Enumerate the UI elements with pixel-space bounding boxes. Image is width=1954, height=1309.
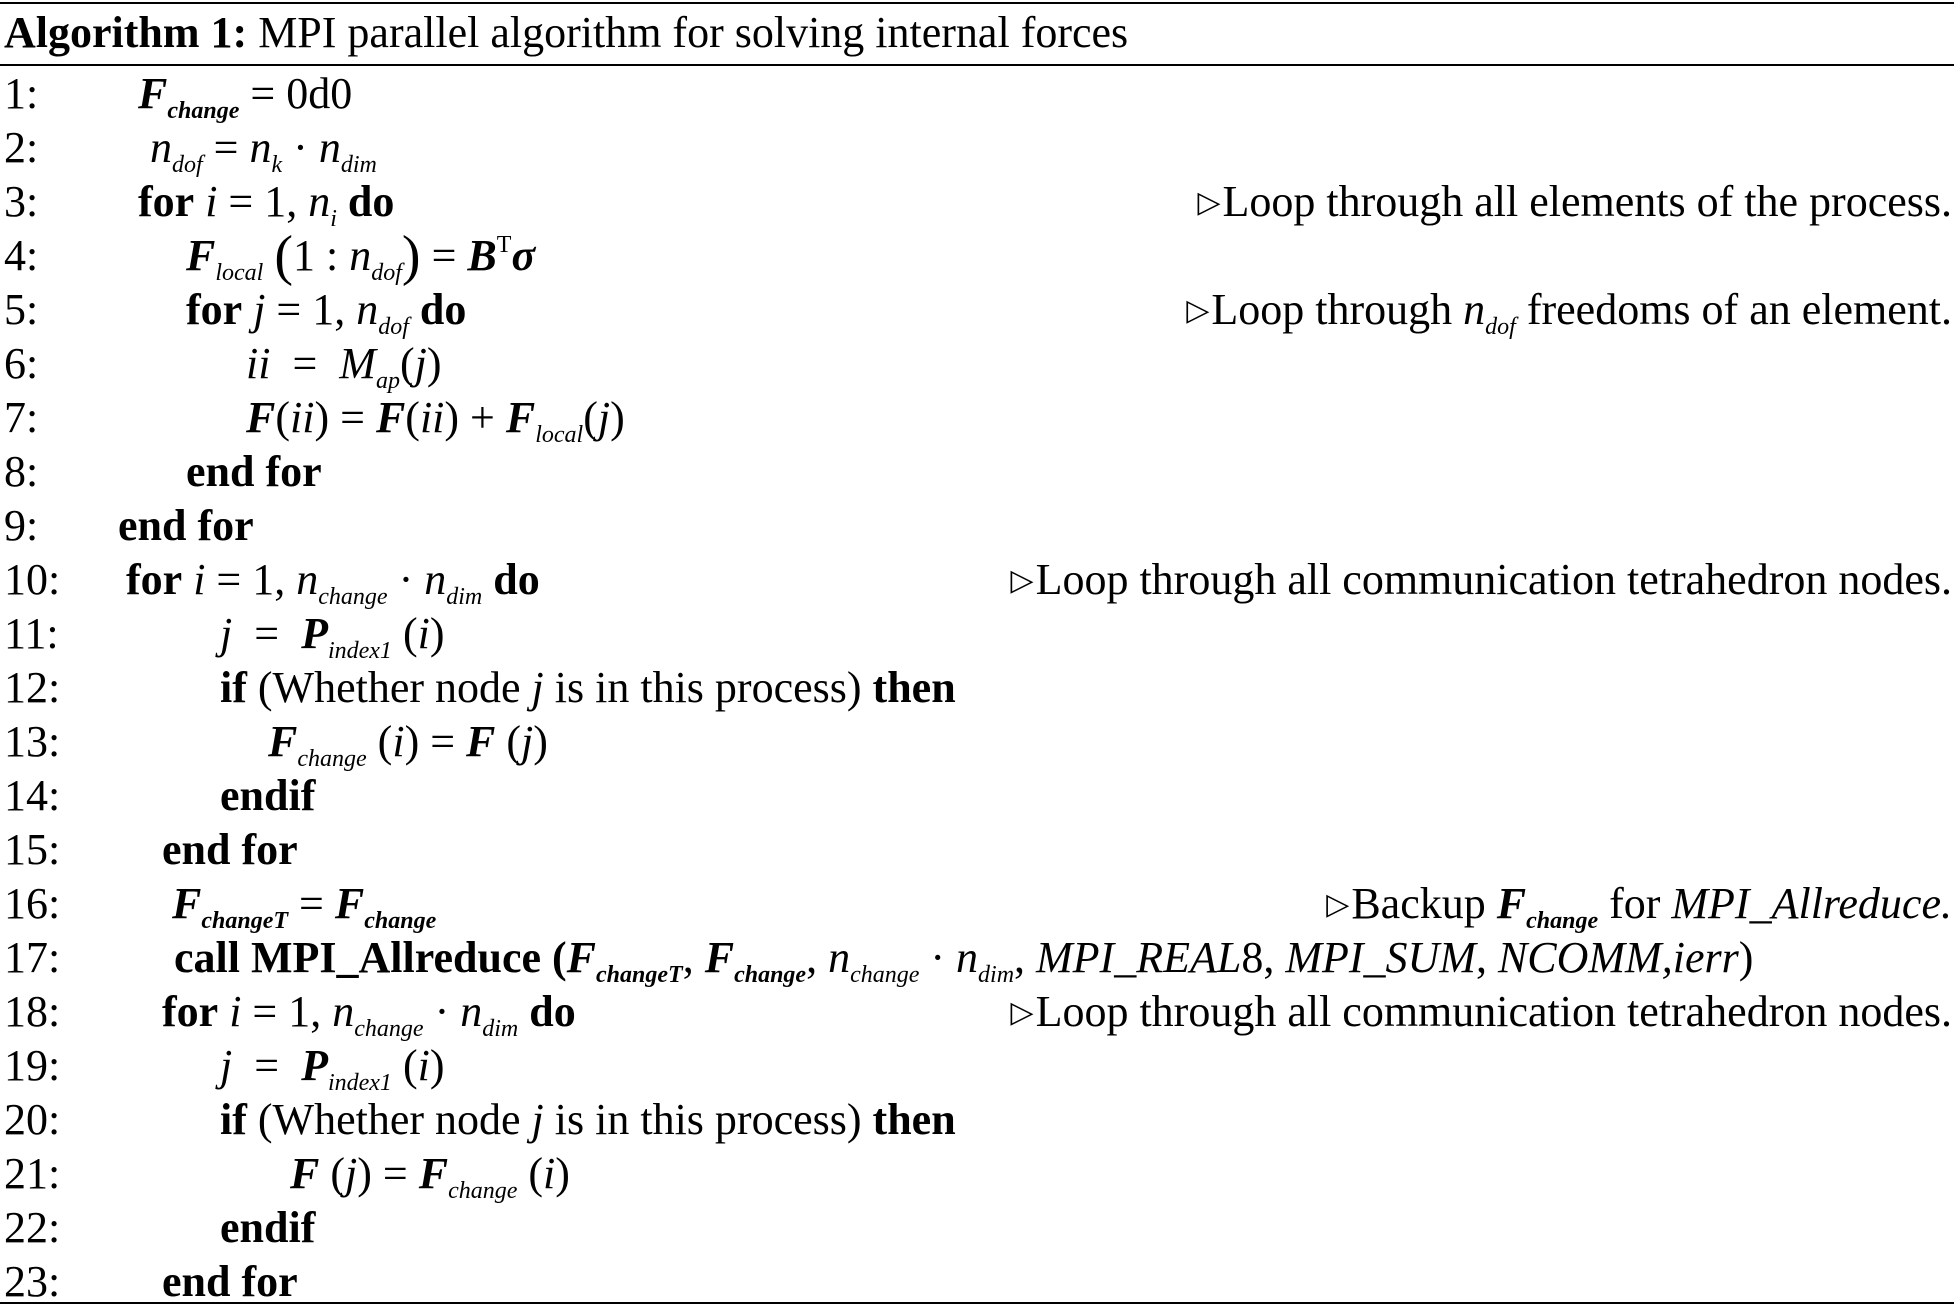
triangle-icon: ▷ — [1197, 185, 1221, 220]
code-statement: endif — [220, 1203, 316, 1252]
line-number: 5: — [4, 285, 39, 334]
code-statement: for i = 1, nchange · ndim do — [126, 555, 540, 610]
code-statement: end for — [162, 1257, 298, 1306]
code-statement: for i = 1, nchange · ndim do — [162, 987, 576, 1042]
code-statement: j = Pindex1 (i) — [220, 609, 445, 664]
code-statement: ndof = nk · ndim — [150, 123, 377, 178]
line-comment: ▷Loop through ndof freedoms of an elemen… — [1186, 285, 1952, 340]
code-line-5: 5: for j = 1, ndof do ▷Loop through ndof… — [0, 283, 1954, 340]
code-statement: FchangeT = Fchange — [172, 879, 437, 934]
code-statement: j = Pindex1 (i) — [220, 1041, 445, 1096]
line-number: 4: — [4, 231, 39, 280]
line-number: 10: — [4, 555, 61, 604]
code-line-15: 15: end for — [0, 823, 1954, 877]
triangle-icon: ▷ — [1326, 887, 1350, 922]
code-line-21: 21: F (j) = Fchange (i) — [0, 1147, 1954, 1204]
algorithm-title: Algorithm 1: MPI parallel algorithm for … — [4, 6, 1128, 60]
line-comment: ▷Backup Fchange for MPI_Allreduce. — [1326, 879, 1952, 934]
code-statement: F(ii) = F(ii) + Flocal(j) — [246, 393, 625, 448]
line-number: 11: — [4, 609, 59, 658]
line-number: 6: — [4, 339, 39, 388]
bottom-rule — [0, 1302, 1954, 1304]
code-line-4: 4: Flocal (1 : ndof) = BTσ — [0, 225, 1954, 287]
line-number: 23: — [4, 1257, 61, 1306]
code-line-1: 1: Fchange = 0d0 — [0, 67, 1954, 124]
code-line-20: 20: if (Whether node j is in this proces… — [0, 1093, 1954, 1147]
code-line-17: 17: call MPI_Allreduce (FchangeT, Fchang… — [0, 931, 1954, 988]
code-statement: Fchange (i) = F (j) — [268, 717, 548, 772]
code-line-13: 13: Fchange (i) = F (j) — [0, 715, 1954, 772]
code-statement: for j = 1, ndof do — [186, 285, 467, 340]
code-statement: end for — [186, 447, 322, 496]
header-rule — [0, 64, 1954, 66]
line-number: 1: — [4, 69, 39, 118]
code-statement: if (Whether node j is in this process) t… — [220, 1095, 956, 1144]
line-number: 20: — [4, 1095, 61, 1144]
code-line-10: 10: for i = 1, nchange · ndim do ▷Loop t… — [0, 553, 1954, 610]
line-number: 7: — [4, 393, 39, 442]
triangle-icon: ▷ — [1010, 995, 1034, 1030]
line-number: 2: — [4, 123, 39, 172]
line-number: 3: — [4, 177, 39, 226]
code-line-7: 7: F(ii) = F(ii) + Flocal(j) — [0, 391, 1954, 448]
triangle-icon: ▷ — [1010, 563, 1034, 598]
code-line-14: 14: endif — [0, 769, 1954, 823]
code-statement: end for — [118, 501, 254, 550]
code-statement: call MPI_Allreduce (FchangeT, Fchange, n… — [174, 933, 1754, 988]
line-number: 9: — [4, 501, 39, 550]
code-line-3: 3: for i = 1, ni do ▷Loop through all el… — [0, 175, 1954, 232]
code-line-11: 11: j = Pindex1 (i) — [0, 607, 1954, 664]
code-line-6: 6: ii = Map(j) — [0, 337, 1954, 394]
code-statement: F (j) = Fchange (i) — [290, 1149, 570, 1204]
line-comment: ▷Loop through all communication tetrahed… — [1010, 555, 1952, 604]
code-statement: for i = 1, ni do — [138, 177, 395, 232]
code-line-18: 18: for i = 1, nchange · ndim do ▷Loop t… — [0, 985, 1954, 1042]
line-comment: ▷Loop through all elements of the proces… — [1197, 177, 1952, 226]
code-statement: if (Whether node j is in this process) t… — [220, 663, 956, 712]
code-line-19: 19: j = Pindex1 (i) — [0, 1039, 1954, 1096]
code-statement: Fchange = 0d0 — [138, 69, 353, 124]
code-line-12: 12: if (Whether node j is in this proces… — [0, 661, 1954, 715]
algorithm-caption: MPI parallel algorithm for solving inter… — [258, 8, 1129, 57]
line-comment: ▷Loop through all communication tetrahed… — [1010, 987, 1952, 1036]
line-number: 15: — [4, 825, 61, 874]
top-rule — [0, 2, 1954, 4]
code-statement: ii = Map(j) — [246, 339, 442, 394]
line-number: 22: — [4, 1203, 61, 1252]
line-number: 12: — [4, 663, 61, 712]
code-line-2: 2: ndof = nk · ndim — [0, 121, 1954, 178]
line-number: 14: — [4, 771, 61, 820]
code-line-8: 8: end for — [0, 445, 1954, 499]
code-line-23: 23: end for — [0, 1255, 1954, 1309]
line-number: 17: — [4, 933, 61, 982]
triangle-icon: ▷ — [1186, 293, 1210, 328]
line-number: 8: — [4, 447, 39, 496]
line-number: 16: — [4, 879, 61, 928]
code-line-16: 16: FchangeT = Fchange ▷Backup Fchange f… — [0, 877, 1954, 934]
code-statement: endif — [220, 771, 316, 820]
line-number: 21: — [4, 1149, 61, 1198]
line-number: 13: — [4, 717, 61, 766]
line-number: 18: — [4, 987, 61, 1036]
code-statement: Flocal (1 : ndof) = BTσ — [186, 225, 536, 287]
code-line-9: 9: end for — [0, 499, 1954, 553]
algorithm-label: Algorithm 1: — [4, 8, 248, 57]
code-line-22: 22: endif — [0, 1201, 1954, 1255]
line-number: 19: — [4, 1041, 61, 1090]
code-statement: end for — [162, 825, 298, 874]
zero-literal: 0d0 — [286, 69, 353, 118]
